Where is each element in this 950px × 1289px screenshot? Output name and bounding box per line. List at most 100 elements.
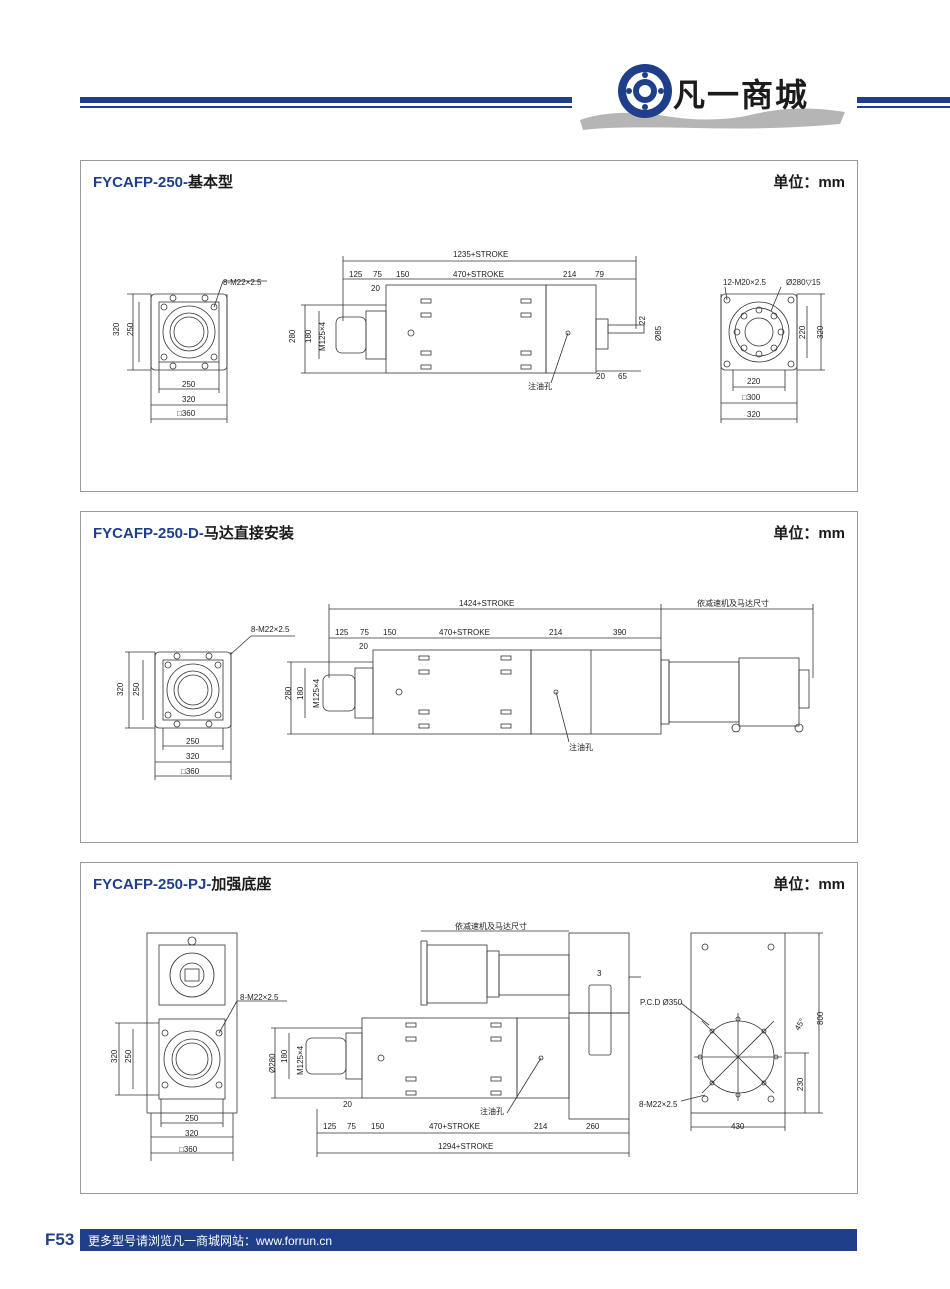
dim-20a: 20 [371, 284, 380, 293]
dim-214: 214 [563, 270, 577, 279]
dim-w250: 250 [182, 380, 196, 389]
dim-h320: 320 [112, 322, 121, 336]
drawing-motor-direct: 8-M22×2.5 320 250 250 320 □360 [116, 598, 814, 780]
dim-thread-front: 8-M22×2.5 [251, 625, 290, 634]
dim-m125: M125×4 [318, 321, 327, 351]
unit-label: 单位：mm [773, 525, 845, 542]
dim-r220v: 220 [798, 325, 807, 339]
dim-angle: 45° [793, 1017, 807, 1032]
dim-150: 150 [396, 270, 410, 279]
dim-h250: 250 [126, 322, 135, 336]
dim-phi280: Ø280▽15 [786, 278, 821, 287]
dim-3: 3 [597, 969, 602, 978]
oil-hole-label: 注油孔 [480, 1106, 504, 1116]
dim-125: 125 [335, 628, 349, 637]
side-view [271, 930, 641, 1157]
footer-website-text: 更多型号请浏览凡一商城网站：www.forrun.cn [88, 1234, 333, 1248]
section-title-code: FYCAFP-250- [93, 174, 189, 191]
header-bar-left-thin [80, 106, 572, 108]
drawing-basic: 8-M22×2.5 320 250 250 320 □360 [112, 250, 825, 423]
bearing-ring-icon [618, 64, 672, 118]
dim-v230: 230 [796, 1077, 805, 1091]
dim-20a: 20 [359, 642, 368, 651]
unit-label: 单位：mm [773, 876, 845, 893]
section-title-cn: 基本型 [188, 174, 234, 191]
dim-m125: M125×4 [312, 678, 321, 708]
front-view [127, 280, 267, 423]
dim-sq360: □360 [181, 767, 200, 776]
dim-stroke: 470+STROKE [453, 270, 504, 279]
section-title: FYCAFP-250-PJ-加强底座 [93, 873, 271, 894]
dim-thread-front: 8-M22×2.5 [223, 278, 262, 287]
dim-20a: 20 [343, 1100, 352, 1109]
dim-motor: 依减速机及马达尺寸 [697, 598, 769, 608]
header-bar-right-thin [857, 106, 950, 108]
dim-w250: 250 [185, 1114, 199, 1123]
dim-phi85: Ø85 [654, 325, 663, 341]
dim-214: 214 [549, 628, 563, 637]
page-number: F53 [45, 1230, 75, 1249]
dim-390: 390 [613, 628, 627, 637]
dim-r320: 320 [747, 410, 761, 419]
dim-260: 260 [586, 1122, 600, 1131]
dim-h250: 250 [132, 682, 141, 696]
dim-total: 1235+STROKE [453, 250, 508, 259]
dim-75: 75 [373, 270, 382, 279]
dim-79: 79 [595, 270, 604, 279]
section-motor-direct: FYCAFP-250-D-马达直接安装 单位：mm [80, 511, 858, 843]
section-title-code: FYCAFP-250-D- [93, 525, 204, 542]
dim-h180: 180 [304, 329, 313, 343]
oil-hole-label: 注油孔 [569, 742, 593, 752]
section-title: FYCAFP-250-基本型 [93, 171, 233, 192]
dim-h320: 320 [110, 1049, 119, 1063]
dim-r220: 220 [747, 377, 761, 386]
section-title-cn: 加强底座 [211, 876, 272, 893]
dim-total: 1294+STROKE [438, 1142, 493, 1151]
brand-logo [580, 64, 845, 130]
dim-v800: 800 [816, 1011, 825, 1025]
dim-h280: 280 [284, 686, 293, 700]
dim-150: 150 [371, 1122, 385, 1131]
dim-total: 1424+STROKE [459, 599, 514, 608]
header-bar-left [80, 97, 572, 103]
dim-sq360: □360 [179, 1145, 198, 1154]
brand-name: 凡一商城 [673, 76, 810, 114]
dim-h320: 320 [116, 682, 125, 696]
dim-w320: 320 [186, 752, 200, 761]
dim-150: 150 [383, 628, 397, 637]
section-title-cn: 马达直接安装 [203, 525, 294, 542]
dim-stroke: 470+STROKE [429, 1122, 480, 1131]
header-bar-right [857, 97, 950, 103]
oil-hole-label: 注油孔 [528, 381, 552, 391]
dim-75: 75 [360, 628, 369, 637]
dim-thread-rear: 12-M20×2.5 [723, 278, 766, 287]
dim-125: 125 [323, 1122, 337, 1131]
section-basic: FYCAFP-250-基本型 单位：mm [80, 160, 858, 492]
dim-h180: 180 [296, 686, 305, 700]
dim-w430: 430 [731, 1122, 745, 1131]
dim-thread-base: 8-M22×2.5 [639, 1100, 678, 1109]
rear-view [720, 286, 825, 423]
dim-r300: □300 [742, 393, 761, 402]
dim-h250: 250 [124, 1049, 133, 1063]
dim-pcd: P.C.D Ø350 [640, 998, 683, 1007]
dim-w250: 250 [186, 737, 200, 746]
dim-m125: M125×4 [296, 1045, 305, 1075]
dim-w320: 320 [185, 1129, 199, 1138]
front-view [125, 635, 295, 780]
dim-214: 214 [534, 1122, 548, 1131]
front-view [115, 932, 287, 1161]
section-reinforced-base: FYCAFP-250-PJ-加强底座 单位：mm [80, 862, 858, 1194]
section-title-code: FYCAFP-250-PJ- [93, 876, 212, 893]
dim-22: 22 [638, 316, 647, 325]
section-title: FYCAFP-250-D-马达直接安装 [93, 522, 294, 543]
dim-phi280: Ø280 [268, 1053, 277, 1073]
dim-r320v: 320 [816, 325, 825, 339]
side-view [301, 256, 645, 384]
dim-w320: 320 [182, 395, 196, 404]
dim-sq360: □360 [177, 409, 196, 418]
dim-125: 125 [349, 270, 363, 279]
footer-bar: 更多型号请浏览凡一商城网站：www.forrun.cn [80, 1229, 857, 1251]
dim-75: 75 [347, 1122, 356, 1131]
